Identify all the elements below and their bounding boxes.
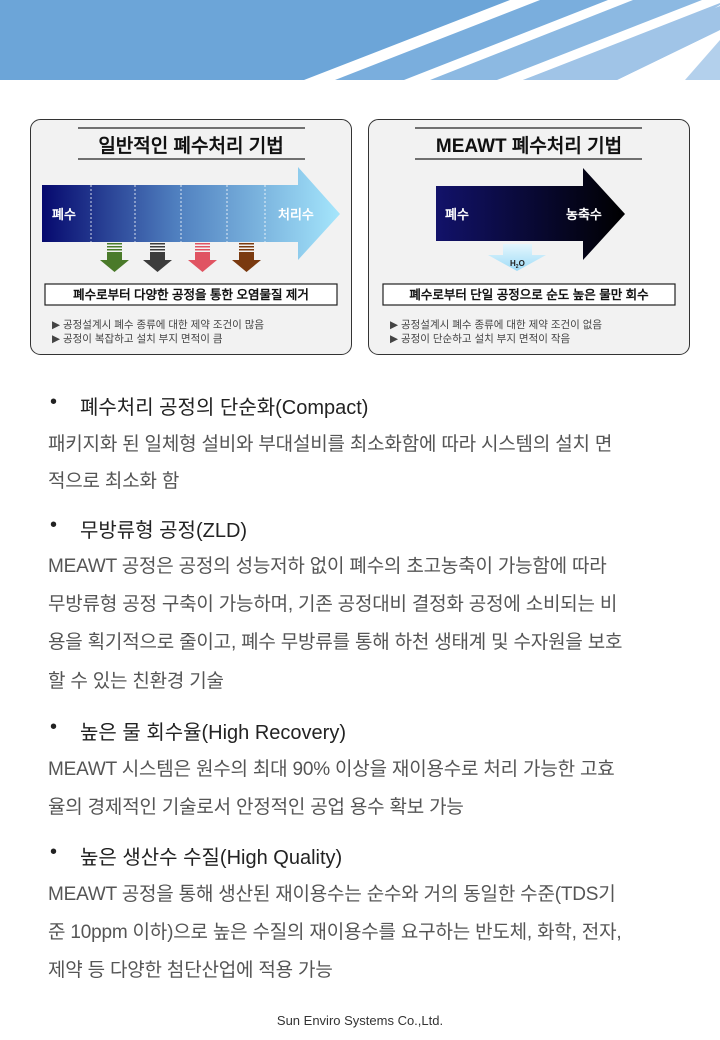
removal-arrow-icon bbox=[188, 243, 217, 272]
bullet-2: ▶ 공정이 단순하고 설치 부지 면적이 작음 bbox=[390, 332, 570, 345]
bullet-dot: • bbox=[50, 841, 58, 863]
header-banner bbox=[0, 0, 720, 80]
output-label: 농축수 bbox=[566, 207, 602, 222]
body-line: 할 수 있는 친환경 기술 bbox=[48, 671, 224, 692]
body-line: 적으로 최소화 함 bbox=[48, 471, 180, 492]
input-label: 폐수 bbox=[52, 207, 76, 222]
meawt-process-diagram: MEAWT 폐수처리 기법 폐수 농축수 H2O 폐수로부터 단일 공정으로 순… bbox=[368, 119, 690, 355]
banner-band-3 bbox=[430, 0, 702, 80]
bullet-2: ▶ 공정이 복잡하고 설치 부지 면적이 큼 bbox=[52, 332, 223, 345]
body-line: MEAWT 시스템은 원수의 최대 90% 이상을 재이용수로 처리 가능한 고… bbox=[48, 759, 615, 780]
banner-band-4c bbox=[523, 6, 720, 80]
bullet-1: ▶ 공정설계시 폐수 종류에 대한 제약 조건이 없음 bbox=[390, 318, 602, 331]
body-line: 무방류형 공정 구축이 가능하며, 기존 공정대비 결정화 공정에 소비되는 비 bbox=[48, 594, 618, 615]
removal-arrow-icon bbox=[143, 243, 172, 272]
summary-label: 폐수로부터 다양한 공정을 통한 오염물질 제거 bbox=[73, 287, 309, 302]
water-arrow bbox=[488, 244, 546, 271]
section-title: 폐수처리 공정의 단순화(Compact) bbox=[80, 397, 369, 419]
diagram-title: 일반적인 폐수처리 기법 bbox=[98, 135, 283, 157]
diagram-title: MEAWT 폐수처리 기법 bbox=[436, 135, 622, 157]
body-line: 제약 등 다양한 첨단산업에 적용 가능 bbox=[48, 960, 333, 981]
bullet-dot: • bbox=[50, 716, 58, 738]
body-line: MEAWT 공정을 통해 생산된 재이용수는 순수와 거의 동일한 수준(TDS… bbox=[48, 884, 616, 905]
body-line: MEAWT 공정은 공정의 성능저하 없이 폐수의 초고농축이 가능함에 따라 bbox=[48, 556, 607, 577]
bullet-1: ▶ 공정설계시 폐수 종류에 대한 제약 조건이 많음 bbox=[52, 319, 264, 331]
conventional-process-diagram: 일반적인 폐수처리 기법 폐수 처리수 폐수로부터 다양한 공정을 통한 오염물… bbox=[30, 119, 352, 355]
water-label: H2O bbox=[510, 259, 525, 270]
process-arrow bbox=[436, 168, 625, 260]
input-label: 폐수 bbox=[445, 207, 469, 222]
summary-label: 폐수로부터 단일 공정으로 순도 높은 물만 회수 bbox=[409, 287, 649, 302]
body-line: 용을 획기적으로 줄이고, 폐수 무방류를 통해 하천 생태계 및 수자원을 보… bbox=[48, 632, 623, 653]
section-title: 무방류형 공정(ZLD) bbox=[80, 520, 248, 542]
footer-company: Sun Enviro Systems Co.,Ltd. bbox=[276, 1013, 444, 1028]
body-line: 율의 경제적인 기술로서 안정적인 공업 용수 확보 가능 bbox=[48, 797, 464, 818]
removal-arrow-icon bbox=[100, 243, 129, 272]
section-title: 높은 물 회수율(High Recovery) bbox=[80, 722, 346, 744]
body-line: 준 10ppm 이하)으로 높은 수질의 재이용수를 요구하는 반도체, 화학,… bbox=[48, 922, 622, 943]
bullet-dot: • bbox=[50, 514, 58, 536]
banner-band-5 bbox=[685, 40, 720, 80]
removal-arrow-icon bbox=[232, 243, 261, 272]
banner-band-1 bbox=[0, 0, 510, 80]
bullet-dot: • bbox=[50, 391, 58, 413]
output-label: 처리수 bbox=[278, 207, 314, 222]
banner-band-2 bbox=[335, 0, 608, 80]
section-title: 높은 생산수 수질(High Quality) bbox=[80, 847, 343, 869]
body-line: 패키지화 된 일체형 설비와 부대설비를 최소화함에 따라 시스템의 설치 면 bbox=[48, 434, 613, 455]
